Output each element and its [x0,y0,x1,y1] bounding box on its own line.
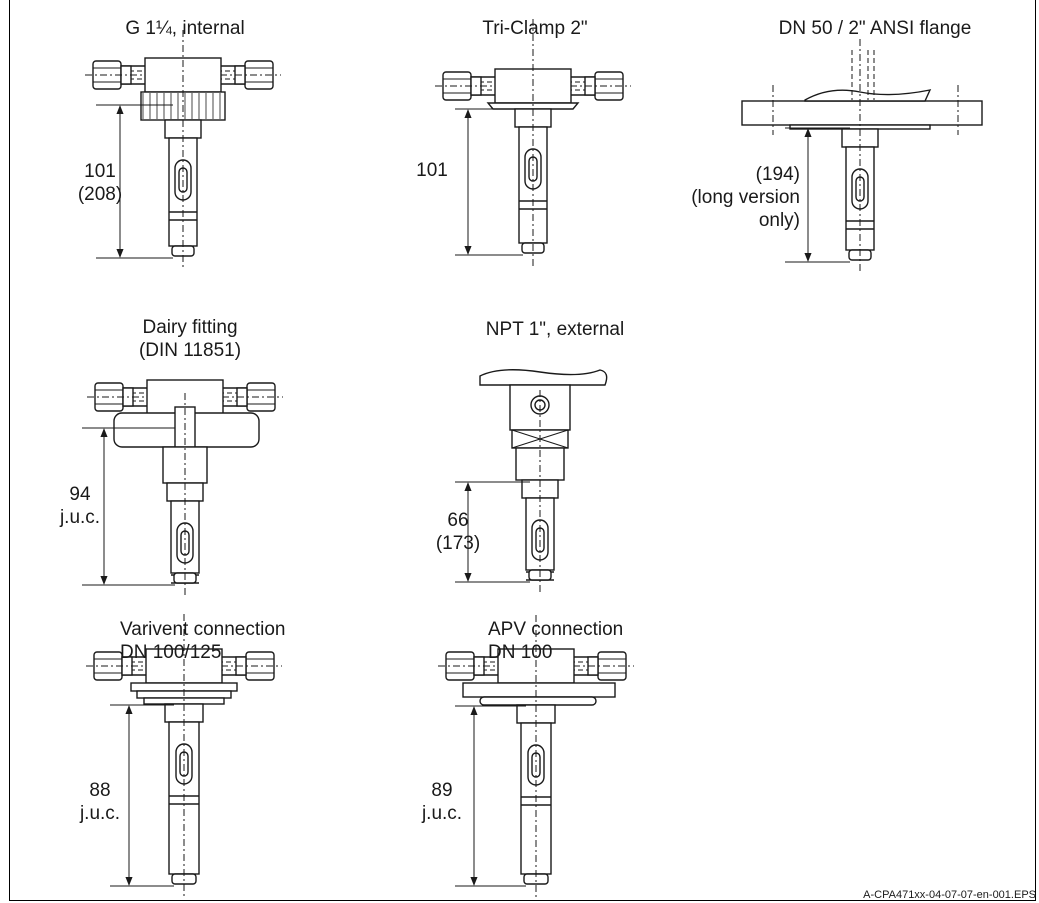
dim-dn50: (194) (long version only) [691,164,800,231]
diagram-varivent [86,614,282,898]
dim-apv: 89 j.u.c. [421,780,463,824]
title-apv: APV connection DN 100 [488,619,624,663]
title-dn50: DN 50 / 2" ANSI flange [778,18,972,39]
title-varivent: Varivent connection DN 100/125 [120,619,286,663]
title-dairy: Dairy fitting (DIN 11851) [138,317,242,361]
diagram-apv [438,615,634,898]
title-triclamp: Tri-Clamp 2" [482,18,588,39]
file-id: A-CPA471xx-04-07-07-en-001.EPS [863,889,1036,901]
diagram-dn50 [741,39,983,274]
diagram-dairy [82,379,283,597]
diagram-g114 [85,30,281,270]
diagram-triclamp [435,19,631,267]
dim-varivent: 88 j.u.c. [79,780,121,824]
title-g114: G 1¼, internal [125,18,245,39]
dim-npt: 66 (173) [435,510,481,554]
dim-dairy: 94 j.u.c. [59,484,101,528]
dim-triclamp: 101 [416,160,448,181]
diagram-npt [455,369,608,594]
title-npt: NPT 1", external [485,319,625,340]
dim-g114: 101 (208) [77,161,123,205]
